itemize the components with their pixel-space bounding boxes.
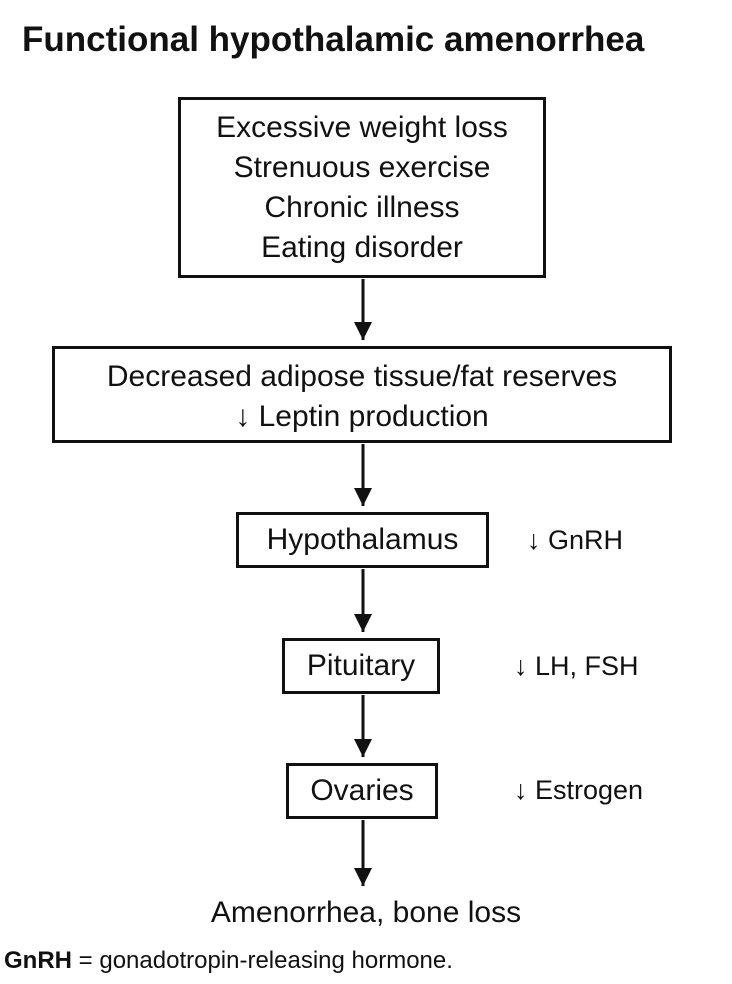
ovaries-box: Ovaries [286,763,438,819]
pituitary-box: Pituitary [282,638,440,694]
adipose-box: Decreased adipose tissue/fat reserves ↓ … [52,346,672,443]
diagram-title: Functional hypothalamic amenorrhea [22,20,645,59]
cause-item: Chronic illness [264,191,460,224]
gnrh-effect-label: ↓ GnRH [527,525,624,555]
adipose-line: Decreased adipose tissue/fat reserves [106,360,618,393]
outcome-text: Amenorrhea, bone loss [210,896,522,929]
footnote: GnRH = gonadotropin-releasing hormone. [4,947,453,975]
ovaries-label: Ovaries [310,774,414,807]
hypothalamus-box: Hypothalamus [236,512,489,568]
pituitary-label: Pituitary [306,649,416,682]
leptin-line: ↓ Leptin production [235,400,489,433]
footnote-definition: = gonadotropin-releasing hormone. [72,947,453,974]
footnote-abbreviation: GnRH [4,947,72,974]
cause-item: Excessive weight loss [216,111,508,144]
cause-item: Strenuous exercise [233,151,491,184]
hypothalamus-label: Hypothalamus [266,523,459,556]
causes-box: Excessive weight loss Strenuous exercise… [178,97,546,278]
estrogen-effect-label: ↓ Estrogen [514,775,644,805]
lh-fsh-effect-label: ↓ LH, FSH [514,651,639,681]
cause-item: Eating disorder [261,231,463,264]
